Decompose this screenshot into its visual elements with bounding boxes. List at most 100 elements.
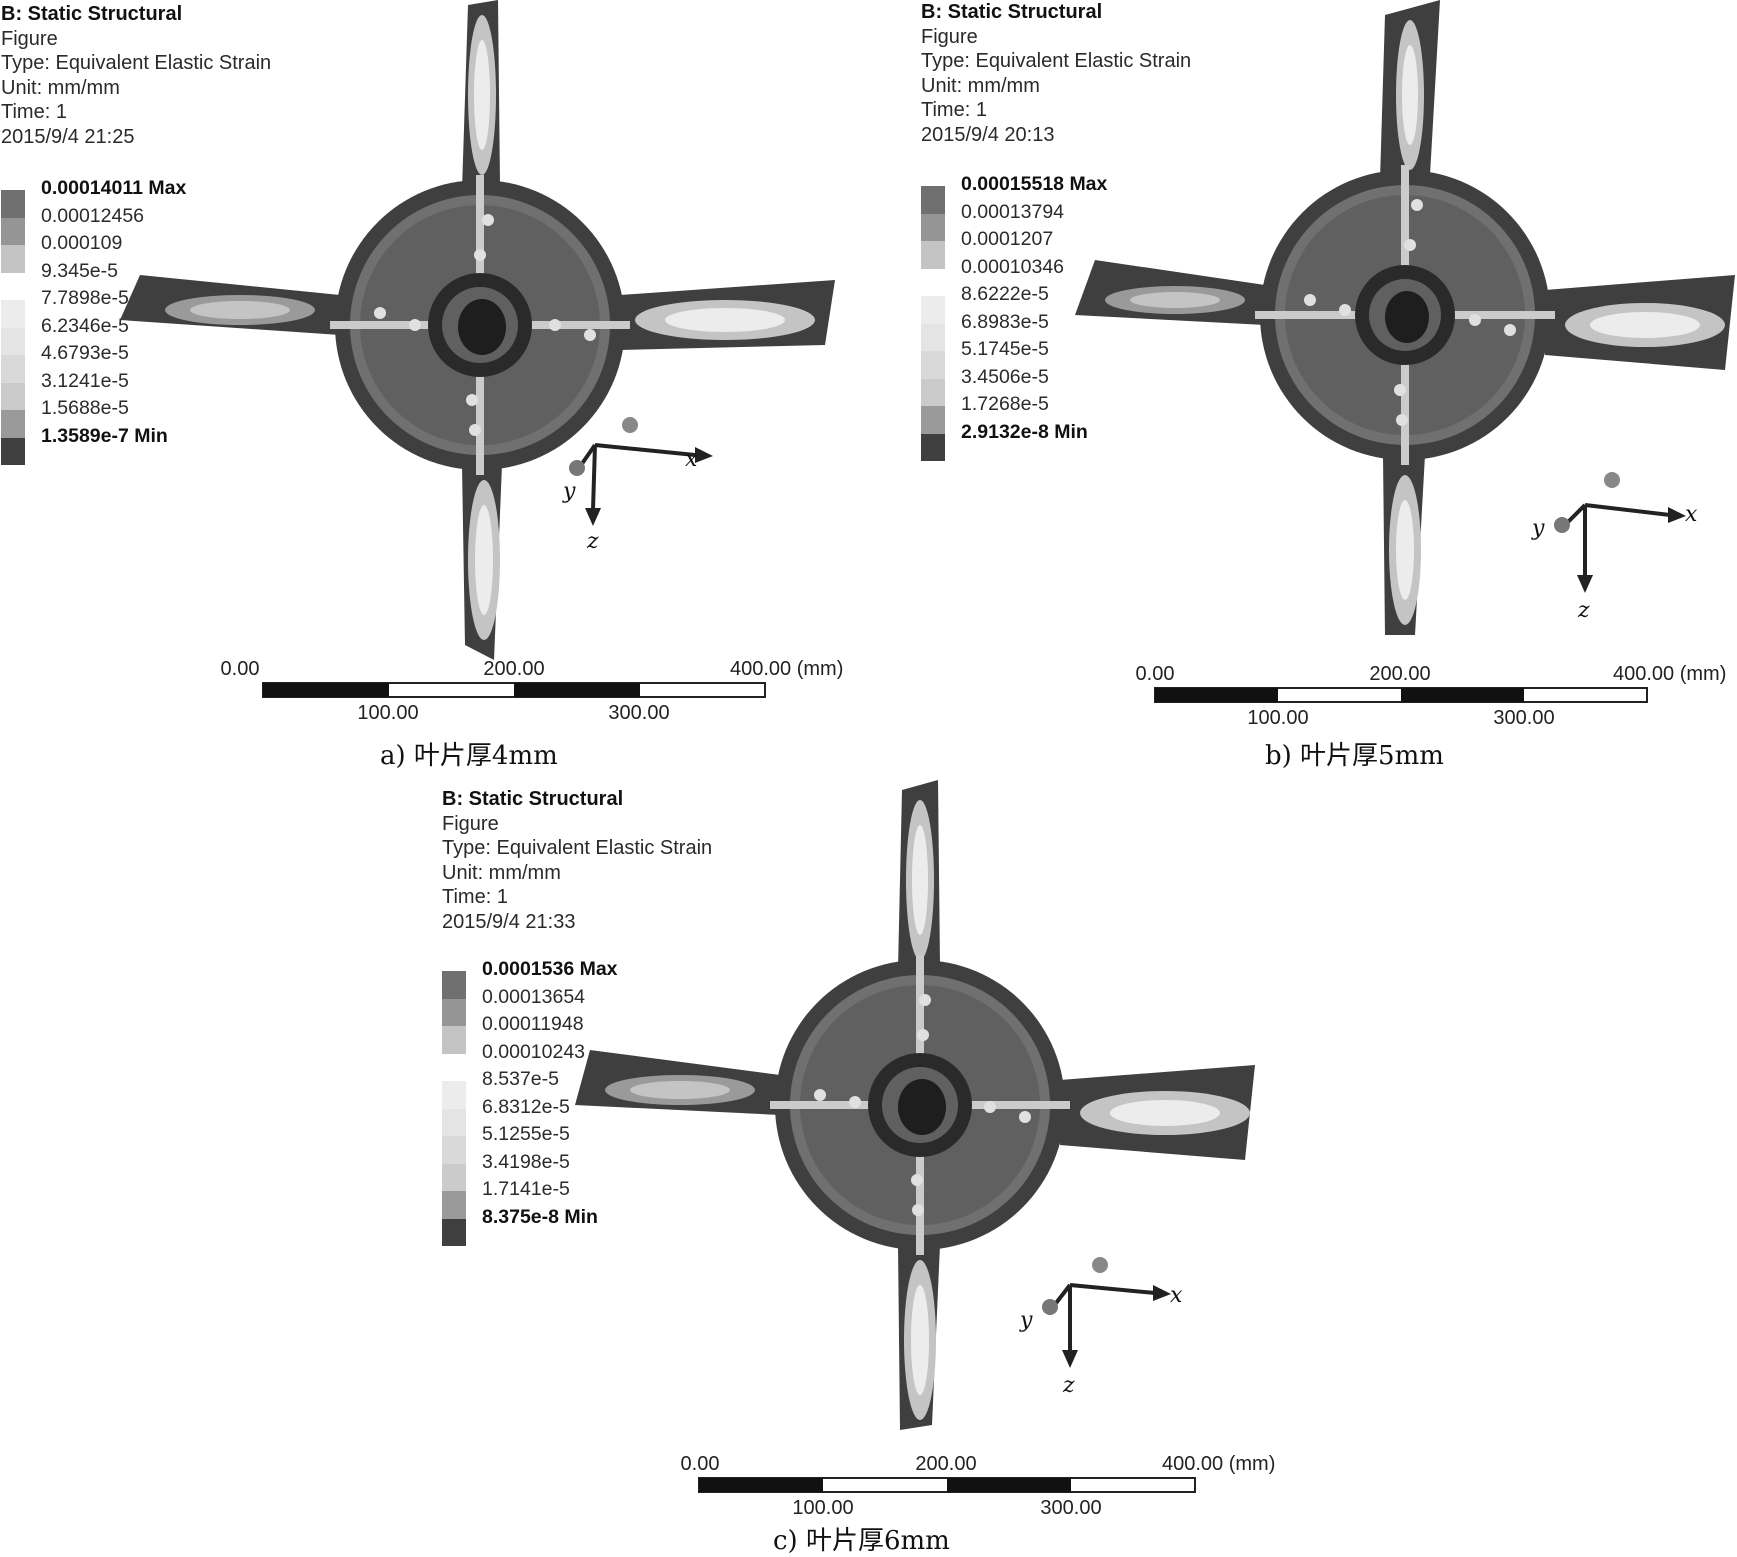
- legend-label: 8.6222e-5: [961, 283, 1049, 305]
- scale-tick: 400.00 (mm): [1162, 1453, 1275, 1475]
- axis-triad: x y z: [1019, 1257, 1183, 1398]
- legend-label: 1.7268e-5: [961, 393, 1049, 415]
- info-block: B: Static Structural Figure Type: Equiva…: [1, 2, 271, 150]
- legend-label: 4.6793e-5: [41, 342, 129, 364]
- date-label: 2015/9/4 21:25: [1, 125, 135, 148]
- axis-y-label: y: [1531, 516, 1545, 541]
- date-label: 2015/9/4 21:33: [442, 910, 576, 933]
- scale-tick: 0.00: [221, 658, 260, 680]
- legend-label: 8.537e-5: [482, 1068, 559, 1090]
- result-type: Type: Equivalent Elastic Strain: [921, 50, 1192, 73]
- unit-label: Unit: mm/mm: [442, 861, 561, 884]
- legend-swatch: [921, 186, 945, 214]
- legend-swatch: [1, 410, 25, 438]
- legend-swatch: [442, 998, 466, 1026]
- axis-triad: x y z: [1531, 472, 1698, 623]
- legend-label: 0.00010243: [482, 1040, 586, 1063]
- date-label: 2015/9/4 20:13: [921, 123, 1055, 146]
- scale-bar: 0.00 200.00 400.00 (mm) 100.00 300.00: [221, 658, 844, 724]
- legend-label: 0.000109: [41, 232, 123, 254]
- scale-tick: 300.00: [1493, 707, 1554, 729]
- legend-label: 0.00010346: [961, 255, 1065, 278]
- impeller-model: [120, 0, 835, 660]
- legend-label: 1.7141e-5: [482, 1178, 570, 1200]
- axis-z-label: z: [586, 529, 599, 554]
- scale-tick: 0.00: [1136, 663, 1175, 685]
- legend-label: 0.00013794: [961, 200, 1065, 223]
- scale-bar: 0.00 200.00 400.00 (mm) 100.00 300.00: [681, 1453, 1276, 1519]
- analysis-title: B: Static Structural: [921, 1, 1103, 23]
- scale-tick: 100.00: [1247, 707, 1308, 729]
- legend-swatch: [921, 213, 945, 241]
- legend-label: 6.8312e-5: [482, 1095, 570, 1118]
- analysis-title: B: Static Structural: [442, 788, 624, 810]
- scale-tick: 200.00: [483, 658, 544, 680]
- scale-tick: 0.00: [681, 1453, 720, 1475]
- scale-tick: 400.00 (mm): [730, 658, 843, 680]
- legend-label: 1.5688e-5: [41, 397, 129, 419]
- legend-swatch: [442, 1026, 466, 1054]
- unit-label: Unit: mm/mm: [1, 76, 120, 99]
- legend-swatch: [1, 272, 25, 300]
- scale-tick: 300.00: [608, 702, 669, 724]
- legend-label: 6.8983e-5: [961, 310, 1049, 333]
- axis-y-label: y: [562, 479, 576, 504]
- legend-label: 6.2346e-5: [41, 314, 129, 337]
- scale-tick: 200.00: [1369, 663, 1430, 685]
- legend-swatch: [442, 1163, 466, 1191]
- caption-a: a) 叶片厚4mm: [380, 741, 558, 771]
- legend-label: 3.1241e-5: [41, 369, 129, 392]
- impeller-model: [1075, 0, 1735, 635]
- legend-swatch: [1, 245, 25, 273]
- axis-z-label: z: [1062, 1373, 1075, 1398]
- info-block: B: Static Structural Figure Type: Equiva…: [921, 0, 1191, 148]
- legend-swatch: [1, 327, 25, 355]
- axis-x-label: x: [1170, 1283, 1183, 1308]
- legend-label: 5.1255e-5: [482, 1123, 570, 1145]
- legend-label: 0.00014011 Max: [41, 177, 187, 199]
- legend-label: 0.00012456: [41, 204, 145, 227]
- scale-tick: 100.00: [357, 702, 418, 724]
- legend-label: 3.4506e-5: [961, 365, 1049, 388]
- legend-label: 0.0001207: [961, 228, 1054, 250]
- time-label: Time: 1: [442, 886, 508, 909]
- time-label: Time: 1: [1, 101, 67, 124]
- legend-swatch: [1, 190, 25, 218]
- result-type: Type: Equivalent Elastic Strain: [442, 837, 713, 860]
- scale-tick: 400.00 (mm): [1613, 663, 1726, 685]
- legend-label: 0.0001536 Max: [482, 958, 618, 980]
- axis-z-label: z: [1577, 598, 1590, 623]
- legend-swatch: [442, 1081, 466, 1109]
- scale-tick: 100.00: [792, 1497, 853, 1519]
- legend-label: 7.7898e-5: [41, 287, 129, 309]
- legend-swatch: [1, 437, 25, 465]
- legend-label: 0.00015518 Max: [961, 173, 1108, 195]
- axis-x-label: x: [685, 447, 698, 472]
- legend-swatch: [921, 323, 945, 351]
- scale-bar: 0.00 200.00 400.00 (mm) 100.00 300.00: [1136, 663, 1727, 729]
- legend-swatch: [1, 217, 25, 245]
- figure-label: Figure: [442, 812, 499, 835]
- legend-swatch: [921, 268, 945, 296]
- legend-swatch: [442, 1108, 466, 1136]
- legend-swatch: [1, 382, 25, 410]
- legend-label: 8.375e-8 Min: [482, 1205, 598, 1228]
- info-block: B: Static Structural Figure Type: Equiva…: [442, 787, 712, 935]
- caption-c: c) 叶片厚6mm: [773, 1526, 950, 1556]
- legend-swatch: [442, 1218, 466, 1246]
- figure-label: Figure: [1, 27, 58, 50]
- result-type: Type: Equivalent Elastic Strain: [1, 52, 272, 75]
- scale-tick: 300.00: [1040, 1497, 1101, 1519]
- axis-y-label: y: [1019, 1308, 1033, 1333]
- axis-triad: x y z: [562, 417, 713, 554]
- unit-label: Unit: mm/mm: [921, 74, 1040, 97]
- legend-swatch: [1, 300, 25, 328]
- legend-swatch: [921, 296, 945, 324]
- legend-label: 9.345e-5: [41, 259, 118, 282]
- analysis-title: B: Static Structural: [1, 3, 183, 25]
- legend-swatch: [921, 241, 945, 269]
- scale-tick: 200.00: [915, 1453, 976, 1475]
- legend-label: 1.3589e-7 Min: [41, 424, 168, 447]
- legend-label: 5.1745e-5: [961, 338, 1049, 360]
- legend-swatch: [442, 971, 466, 999]
